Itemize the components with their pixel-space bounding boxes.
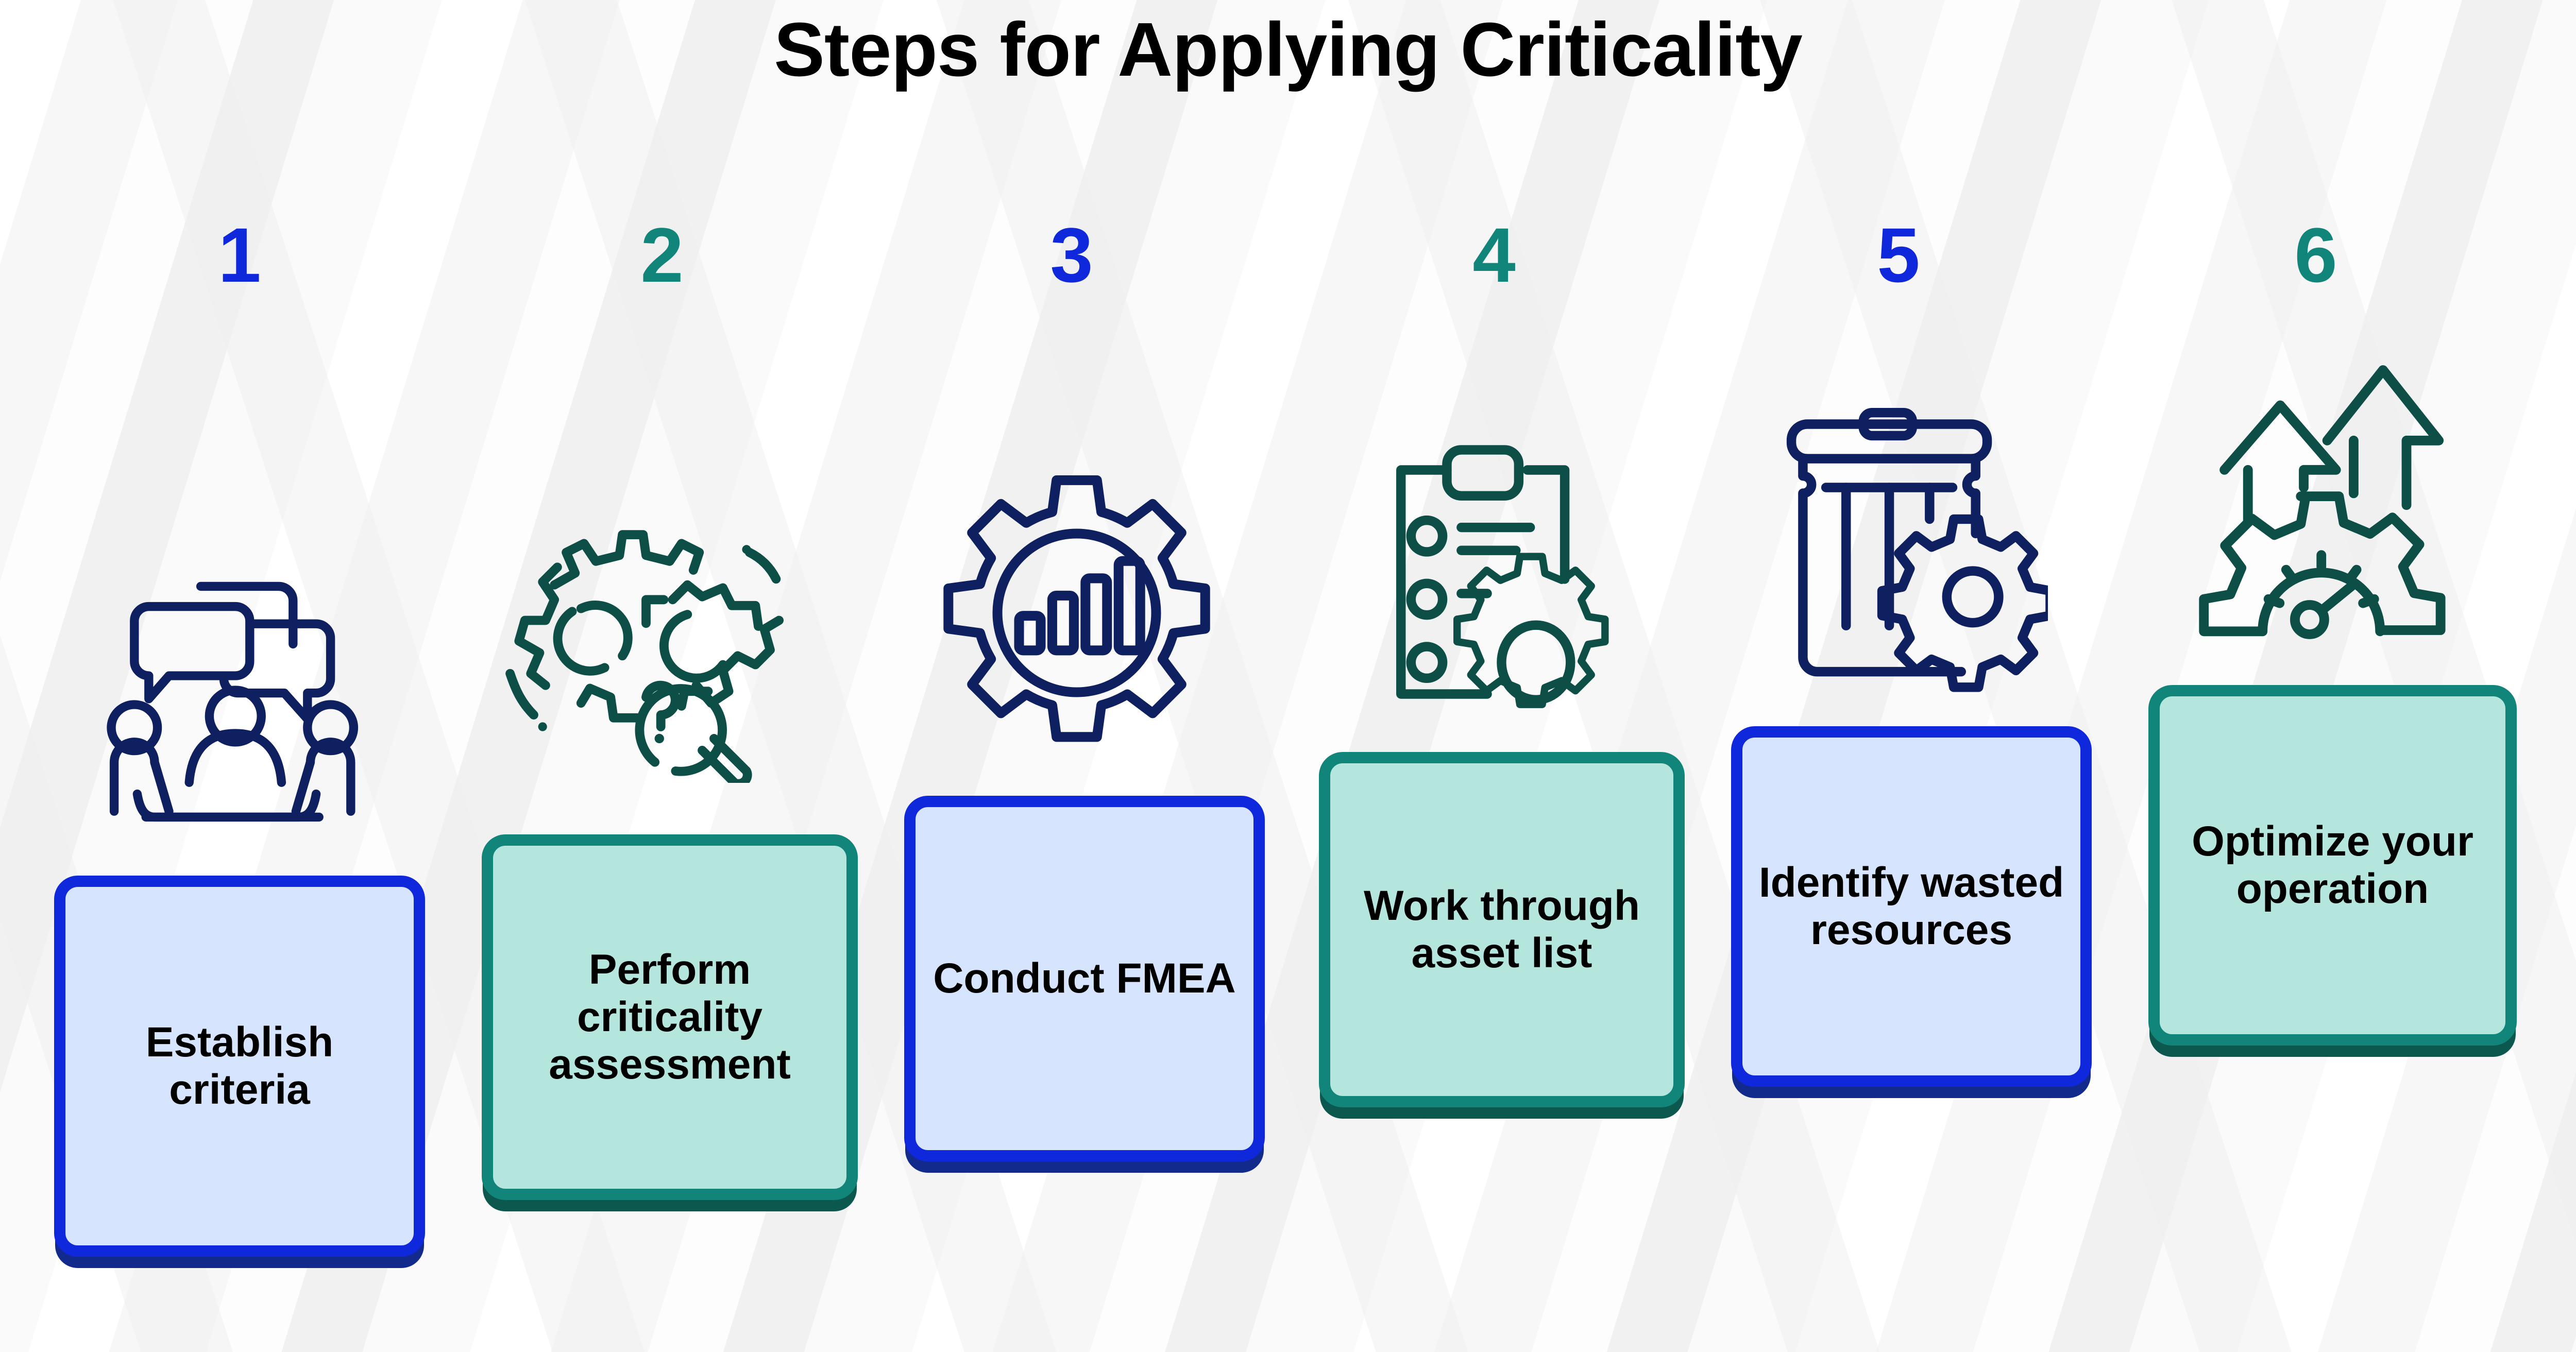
page-title: Steps for Applying Criticality xyxy=(774,7,1803,92)
step-card-label-2: Perform criticality assessment xyxy=(549,946,791,1088)
arrows-up-gear-gauge-icon xyxy=(2172,355,2465,649)
clipboard-checklist-gear-icon xyxy=(1360,433,1649,731)
step-card-label-1: Establish criteria xyxy=(145,1019,334,1113)
step-card-label-4: Work through asset list xyxy=(1364,882,1640,977)
trash-bin-gear-icon xyxy=(1759,407,2048,700)
step-card-1[interactable]: Establish criteria xyxy=(54,876,425,1257)
step-card-3[interactable]: Conduct FMEA xyxy=(904,796,1265,1161)
gear-bar-chart-icon xyxy=(933,469,1221,757)
step-card-5[interactable]: Identify wasted resources xyxy=(1731,726,2092,1087)
step-number-6: 6 xyxy=(2294,212,2337,298)
step-number-4: 4 xyxy=(1472,212,1516,298)
step-number-3: 3 xyxy=(1050,212,1093,298)
step-number-5: 5 xyxy=(1877,212,1920,298)
people-meeting-speech-bubbles-icon xyxy=(82,546,371,834)
step-card-2[interactable]: Perform criticality assessment xyxy=(482,834,858,1200)
gears-magnifier-question-icon xyxy=(492,502,788,783)
step-card-4[interactable]: Work through asset list xyxy=(1319,752,1685,1107)
step-number-1: 1 xyxy=(218,212,261,298)
step-card-label-6: Optimize your operation xyxy=(2192,818,2473,912)
step-card-6[interactable]: Optimize your operation xyxy=(2148,685,2517,1046)
step-number-2: 2 xyxy=(640,212,684,298)
step-card-label-5: Identify wasted resources xyxy=(1758,859,2064,953)
step-card-label-3: Conduct FMEA xyxy=(933,955,1236,1002)
